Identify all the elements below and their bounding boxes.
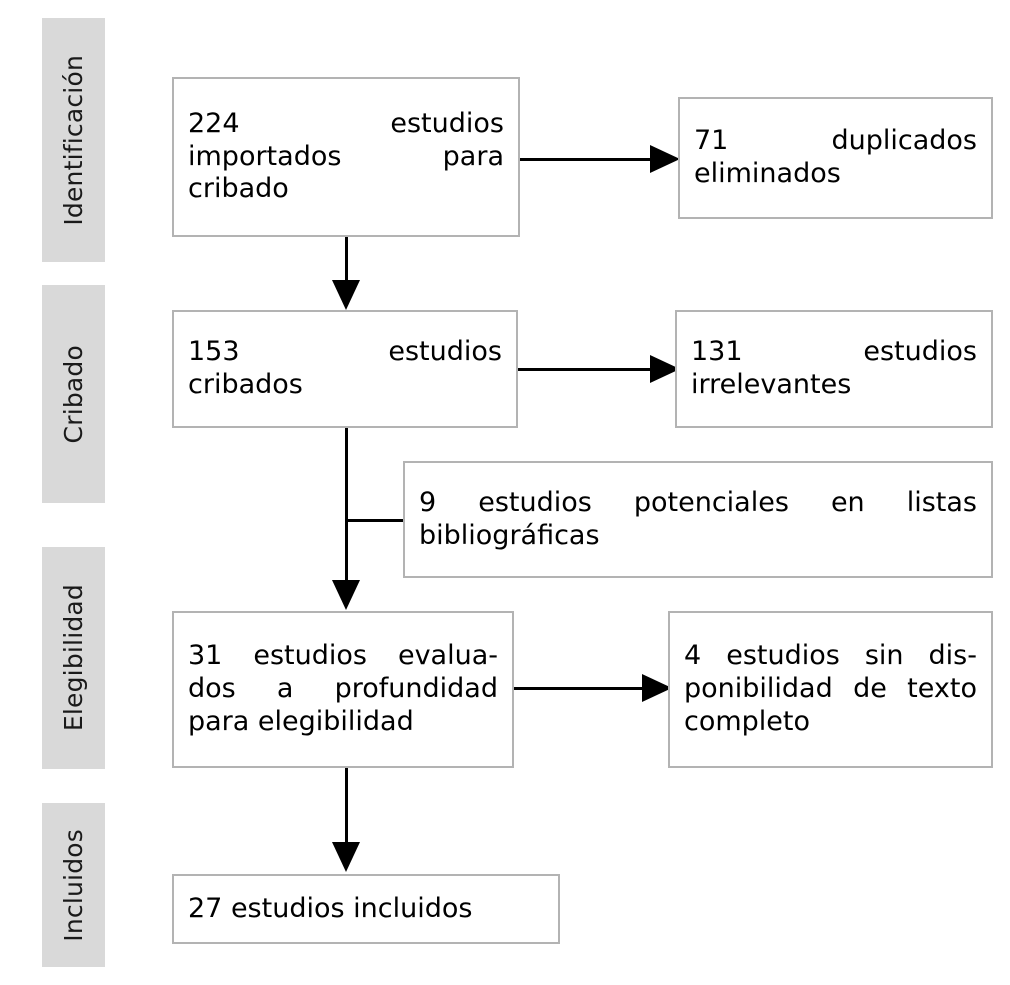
box-sin-texto-completo: 4 estudios sin dis- ponibilidad de texto… xyxy=(668,611,993,768)
box-estudios-importados-text: 224 estudios importados para cribado xyxy=(174,108,518,207)
box-estudios-irrelevantes-text: 131 estudios irrelevantes xyxy=(677,336,991,402)
box-listas-bibliograficas-text: 9 estudios potenciales en listas bibliog… xyxy=(405,487,991,553)
box-estudios-evaluados-text: 31 estudios evalua- dos a profundidad pa… xyxy=(174,640,512,739)
box-estudios-irrelevantes: 131 estudios irrelevantes xyxy=(675,310,993,428)
box-line: cribado xyxy=(188,173,289,205)
box-line: cribados xyxy=(188,369,303,400)
connector-assessed-to-no-fulltext xyxy=(514,687,646,690)
arrowhead-assessed-to-included xyxy=(332,842,360,872)
arrowhead-imported-to-duplicates xyxy=(650,145,680,173)
box-estudios-importados: 224 estudios importados para cribado xyxy=(172,77,520,237)
connector-imported-to-screened xyxy=(345,236,348,286)
box-line: 4 estudios sin dis- xyxy=(684,640,977,672)
box-line: 131 estudios xyxy=(691,336,977,368)
stage-band-incluidos: Incluidos xyxy=(42,803,105,967)
box-line: 31 estudios evalua- xyxy=(188,640,498,672)
arrowhead-imported-to-screened xyxy=(332,280,360,310)
box-line: para elegibilidad xyxy=(188,705,414,737)
box-sin-texto-completo-text: 4 estudios sin dis- ponibilidad de texto… xyxy=(670,640,991,739)
box-duplicados-eliminados: 71 duplicados eliminados xyxy=(678,97,993,219)
stage-label-incluidos: Incluidos xyxy=(59,828,88,942)
box-line: irrelevantes xyxy=(691,369,852,400)
box-line: eliminados xyxy=(694,158,841,189)
box-estudios-cribados: 153 estudios cribados xyxy=(172,310,518,428)
box-estudios-evaluados: 31 estudios evalua- dos a profundidad pa… xyxy=(172,611,514,768)
box-line: completo xyxy=(684,705,811,737)
box-line: dos a profundidad xyxy=(188,673,498,705)
box-line: 9 estudios potenciales en listas xyxy=(419,486,977,518)
stage-label-cribado: Cribado xyxy=(59,344,88,444)
box-line: 71 duplicados xyxy=(694,125,977,157)
box-estudios-incluidos-text: 27 estudios incluidos xyxy=(174,893,558,926)
connector-screened-to-irrelevant xyxy=(518,368,654,371)
box-estudios-incluidos: 27 estudios incluidos xyxy=(172,874,560,944)
box-line: ponibilidad de texto xyxy=(684,673,977,705)
stage-band-elegibilidad: Elegibilidad xyxy=(42,547,105,769)
box-estudios-cribados-text: 153 estudios cribados xyxy=(174,336,516,402)
connector-screened-to-assessed xyxy=(345,428,348,588)
connector-assessed-to-included xyxy=(345,768,348,848)
box-line: 27 estudios incluidos xyxy=(188,892,473,924)
connector-reference-lists-merge xyxy=(346,519,404,522)
stage-label-identificacion: Identificación xyxy=(59,54,88,226)
arrowhead-assessed-to-no-fulltext xyxy=(642,674,672,702)
box-line: importados para xyxy=(188,140,504,172)
arrowhead-screened-to-assessed xyxy=(332,580,360,610)
connector-imported-to-duplicates xyxy=(520,158,654,161)
box-line: 153 estudios xyxy=(188,336,502,368)
box-line: 224 estudios xyxy=(188,107,504,139)
box-listas-bibliograficas: 9 estudios potenciales en listas bibliog… xyxy=(403,461,993,578)
stage-label-elegibilidad: Elegibilidad xyxy=(59,584,88,732)
box-line: bibliográficas xyxy=(419,519,600,551)
stage-band-cribado: Cribado xyxy=(42,285,105,503)
box-duplicados-eliminados-text: 71 duplicados eliminados xyxy=(680,125,991,191)
stage-band-identificacion: Identificación xyxy=(42,18,105,262)
